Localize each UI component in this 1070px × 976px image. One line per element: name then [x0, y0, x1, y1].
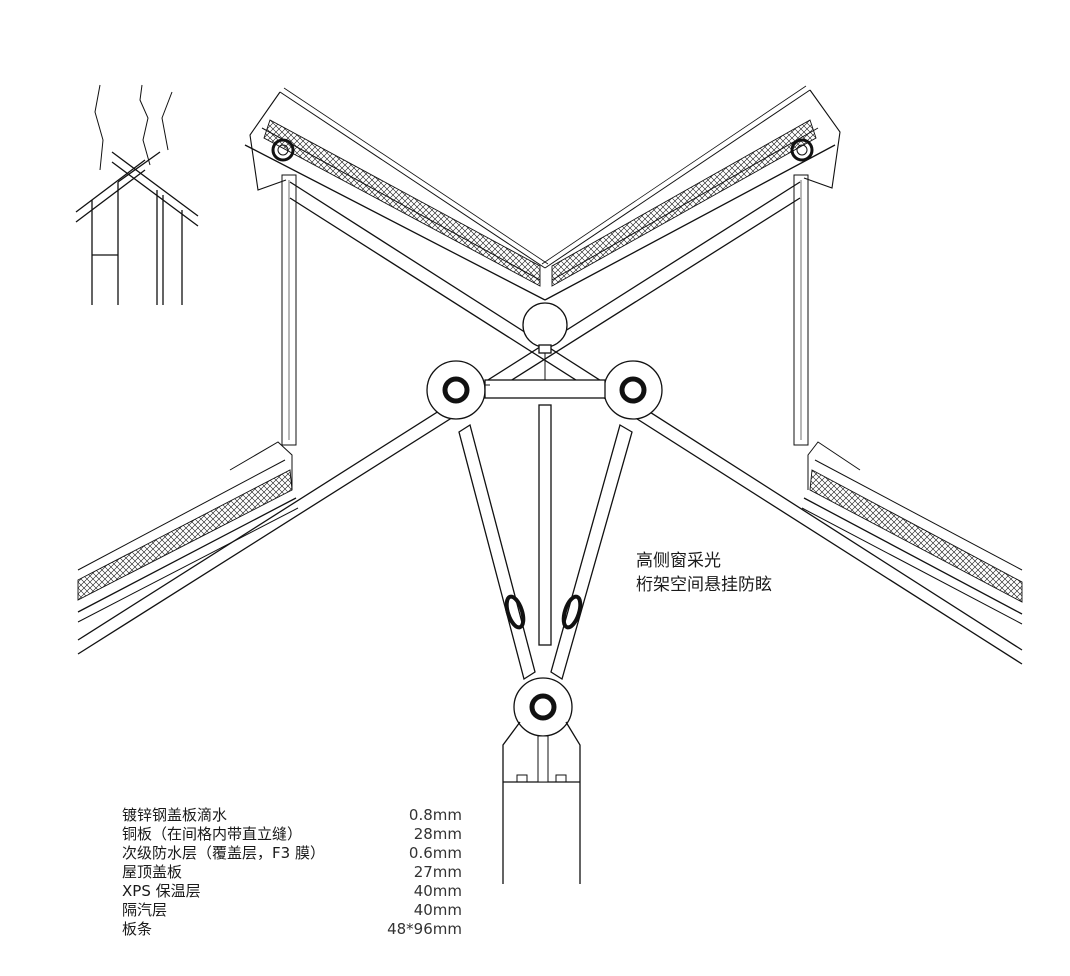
column-support — [502, 721, 581, 884]
roof-left-upper — [244, 87, 549, 301]
tie-bar — [484, 353, 606, 399]
layer-name: 镀锌钢盖板滴水 — [122, 806, 228, 824]
hanger-tube-left — [458, 423, 536, 681]
truss-node-right — [603, 360, 663, 420]
annotation-line-2: 桁架空间悬挂防眩 — [636, 575, 772, 595]
hanger-rod-center — [538, 404, 552, 646]
layer-value: 0.8mm — [408, 806, 462, 824]
layer-name: 铜板（在间格内带直立缝） — [122, 825, 303, 843]
layer-row: 屋顶盖板 27mm — [122, 863, 462, 882]
clerestory-window-left — [271, 138, 297, 446]
layer-value: 40mm — [413, 882, 462, 900]
layer-name: 板条 — [122, 920, 153, 938]
hanger-tube-right — [550, 424, 633, 681]
layer-value: 27mm — [413, 863, 462, 881]
layer-value: 0.6mm — [408, 844, 462, 862]
thumbnail-elevation — [75, 84, 199, 305]
layer-name: 次级防水层（覆盖层，F3 膜） — [122, 844, 325, 862]
roof-left-lower — [77, 441, 299, 623]
truss-node-left — [426, 360, 486, 420]
roof-right-upper — [541, 85, 841, 301]
layer-value: 40mm — [413, 901, 462, 919]
layer-name: 隔汽层 — [122, 901, 168, 919]
layer-value: 48*96mm — [387, 920, 462, 938]
layer-row: 隔汽层 40mm — [122, 901, 462, 920]
truss-hub-center — [522, 302, 568, 354]
annotation-line-1: 高侧窗采光 — [636, 551, 721, 571]
layer-name: XPS 保温层 — [122, 882, 201, 900]
layer-row: XPS 保温层 40mm — [122, 882, 462, 901]
layer-value: 28mm — [413, 825, 462, 843]
annotation-caption: 高侧窗采光 桁架空间悬挂防眩 — [636, 549, 772, 597]
layer-row: 次级防水层（覆盖层，F3 膜） 0.6mm — [122, 844, 462, 863]
layer-spec-list: 镀锌钢盖板滴水 0.8mm 铜板（在间格内带直立缝） 28mm 次级防水层（覆盖… — [122, 806, 462, 939]
layer-row: 铜板（在间格内带直立缝） 28mm — [122, 825, 462, 844]
layer-name: 屋顶盖板 — [122, 863, 183, 881]
layer-row: 板条 48*96mm — [122, 920, 462, 939]
roof-right-lower — [801, 441, 1023, 625]
truss-node-bottom — [513, 677, 573, 737]
layer-row: 镀锌钢盖板滴水 0.8mm — [122, 806, 462, 825]
clerestory-window-right — [790, 138, 814, 446]
